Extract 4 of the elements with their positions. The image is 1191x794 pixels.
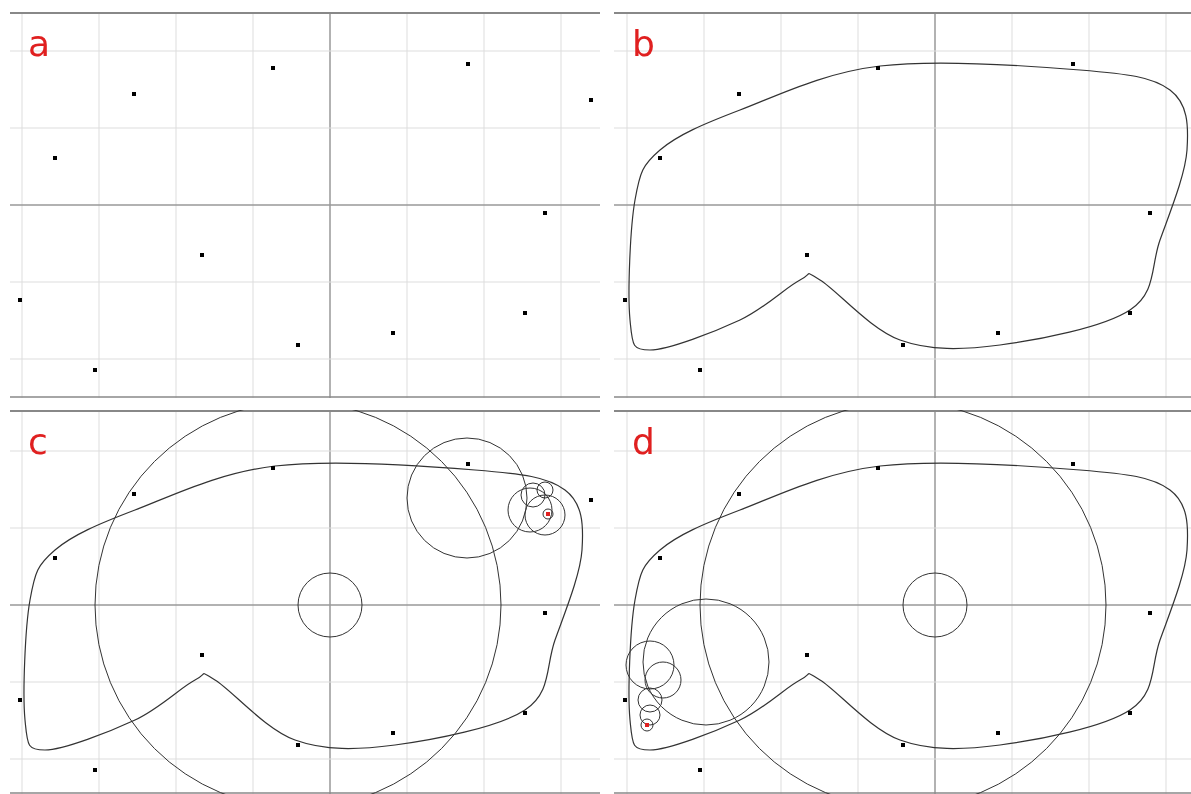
- panel-label: a: [28, 26, 51, 62]
- panel-label: d: [632, 424, 655, 460]
- panel-label: c: [28, 424, 48, 460]
- panel-label: b: [632, 26, 655, 62]
